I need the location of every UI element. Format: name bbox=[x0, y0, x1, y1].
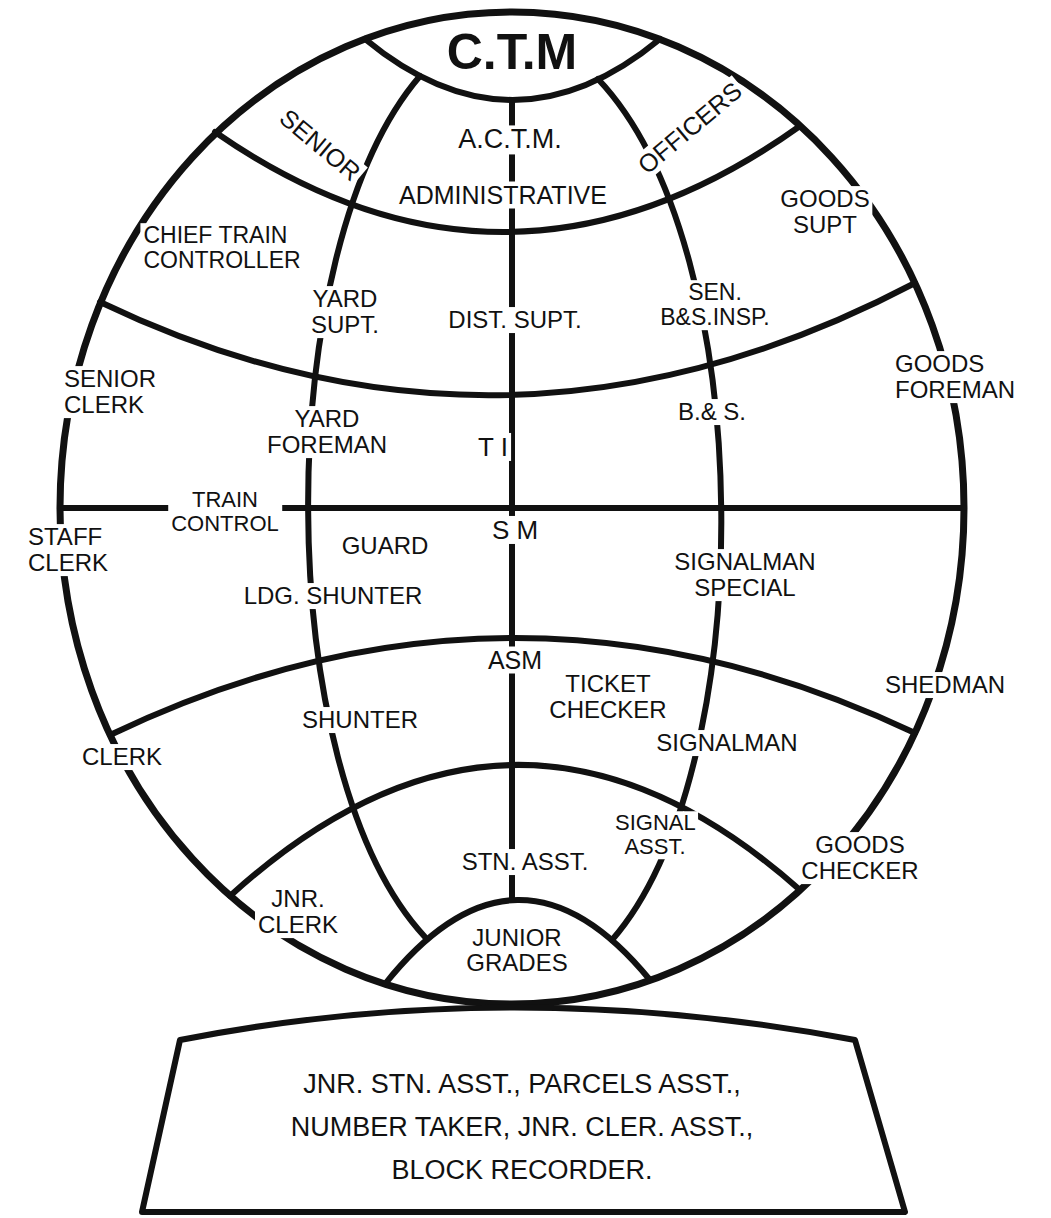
role-label: ADMINISTRATIVE bbox=[396, 182, 610, 209]
role-label: SIGNALMAN bbox=[653, 730, 800, 756]
role-label: YARD FOREMAN bbox=[264, 406, 390, 458]
role-label: CLERK bbox=[79, 744, 165, 770]
role-label: JNR. CLERK bbox=[255, 886, 341, 938]
role-label: A.C.T.M. bbox=[455, 125, 565, 154]
cap-region: C.T.M bbox=[340, 0, 690, 112]
role-label: STAFF CLERK bbox=[25, 524, 111, 576]
role-label: YARD SUPT. bbox=[308, 286, 382, 338]
role-label: GUARD bbox=[339, 533, 432, 559]
meridian-line bbox=[509, 100, 515, 900]
role-label: SEN. B&S.INSP. bbox=[657, 280, 773, 330]
role-label: LDG. SHUNTER bbox=[241, 583, 426, 609]
role-label: S M bbox=[489, 516, 541, 544]
latitude-line bbox=[100, 283, 915, 395]
role-label: DIST. SUPT. bbox=[445, 307, 584, 333]
role-label: GOODS SUPT bbox=[777, 186, 872, 238]
role-label: ASM bbox=[485, 647, 545, 674]
role-label: SIGNAL ASST. bbox=[612, 811, 698, 859]
node-outline-path bbox=[142, 1008, 905, 1213]
node-text: JNR. STN. ASST., PARCELS ASST., NUMBER T… bbox=[242, 1063, 802, 1193]
role-label: GOODS FOREMAN bbox=[892, 351, 1018, 403]
role-label: T I bbox=[475, 433, 511, 461]
cap-region: JUNIOR GRADES bbox=[380, 895, 655, 1005]
node-text: C.T.M bbox=[447, 26, 578, 79]
role-label: SIGNALMAN SPECIAL bbox=[671, 549, 818, 601]
role-label: SHEDMAN bbox=[882, 672, 1008, 698]
role-label: SENIOR CLERK bbox=[61, 366, 159, 418]
meridian-line bbox=[598, 79, 721, 940]
role-label: TRAIN CONTROL bbox=[168, 488, 282, 536]
globe-outline bbox=[60, 12, 964, 1004]
role-label: SHUNTER bbox=[299, 707, 421, 733]
role-label: B.& S. bbox=[675, 399, 749, 425]
node-outline-path bbox=[385, 900, 650, 984]
node-text: JUNIOR GRADES bbox=[466, 925, 567, 975]
role-label: CHIEF TRAIN CONTROLLER bbox=[140, 223, 303, 273]
role-label: STN. ASST. bbox=[459, 849, 592, 875]
base-plaque: JNR. STN. ASST., PARCELS ASST., NUMBER T… bbox=[130, 970, 920, 1218]
role-label: GOODS CHECKER bbox=[798, 832, 921, 884]
role-label: TICKET CHECKER bbox=[546, 671, 669, 723]
role-label: OFFICERS bbox=[631, 75, 750, 181]
